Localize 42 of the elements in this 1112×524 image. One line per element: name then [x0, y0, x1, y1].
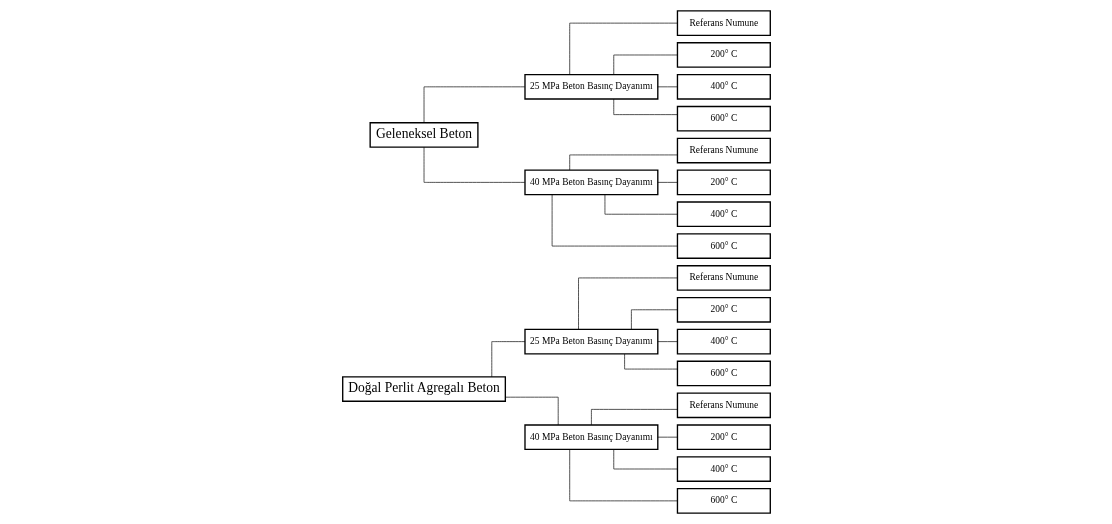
node-box: 600° C: [676, 488, 771, 514]
node-box: Referans Numune: [676, 137, 771, 164]
connector: [423, 146, 525, 183]
node-box: 400° C: [676, 328, 771, 355]
node-box: 40 MPa Beton Basınç Dayanımı: [523, 169, 658, 196]
node-box: Geleneksel Beton: [368, 122, 479, 148]
connector: [604, 194, 678, 215]
connector: [568, 154, 678, 171]
node-box: 25 MPa Beton Basınç Dayanımı: [523, 73, 658, 100]
node-box: 200° C: [676, 424, 771, 451]
connector: [657, 436, 678, 438]
connector: [504, 396, 559, 426]
connector: [623, 353, 678, 370]
connector: [657, 182, 678, 183]
connector: [657, 86, 678, 88]
connector: [568, 22, 678, 75]
node-box: Referans Numune: [676, 265, 771, 291]
node-box: Referans Numune: [676, 10, 771, 36]
connector: [612, 98, 677, 115]
node-box: 600° C: [676, 233, 771, 259]
node-box: 400° C: [676, 201, 771, 228]
node-box: 40 MPa Beton Basınç Dayanımı: [523, 424, 658, 451]
connector: [423, 86, 525, 123]
connector: [612, 449, 677, 470]
connector: [657, 341, 678, 342]
node-box: 600° C: [676, 360, 771, 387]
connector: [612, 54, 677, 75]
connector: [551, 194, 678, 247]
connector: [590, 409, 678, 426]
node-box: 400° C: [676, 73, 771, 100]
node-box: Doğal Perlit Agregalı Beton: [341, 376, 506, 402]
connector: [568, 449, 678, 502]
node-box: 200° C: [676, 296, 771, 323]
connector: [630, 309, 678, 330]
node-box: 200° C: [676, 42, 771, 68]
node-box: 25 MPa Beton Basınç Dayanımı: [523, 328, 658, 355]
connector: [490, 341, 525, 378]
connector: [577, 277, 678, 330]
node-box: 600° C: [676, 105, 771, 132]
node-box: Referans Numune: [676, 392, 771, 419]
node-box: 200° C: [676, 169, 771, 196]
node-box: 400° C: [676, 456, 771, 482]
